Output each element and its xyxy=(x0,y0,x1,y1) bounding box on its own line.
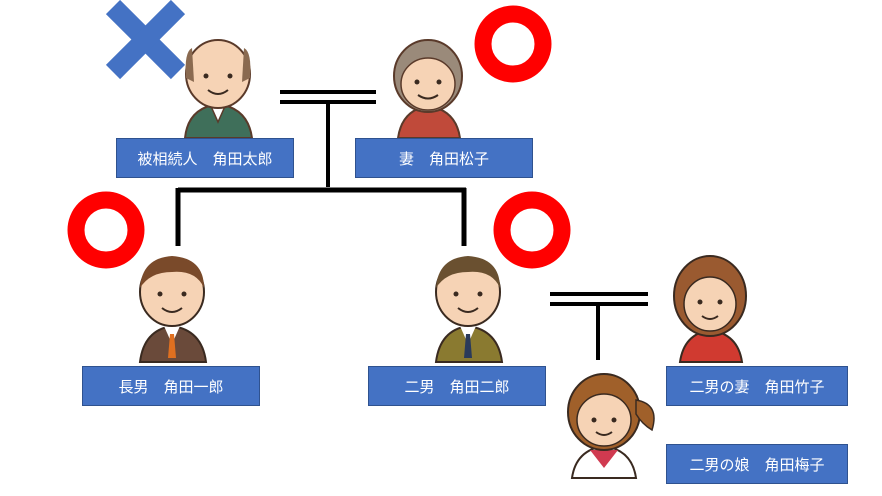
marriage-line-parents xyxy=(280,90,376,187)
wife-name-label: 妻 角田松子 xyxy=(398,149,489,168)
second-son-avatar xyxy=(434,256,504,363)
circle-mark-icon-second-son xyxy=(493,191,571,269)
second-son-daughter-name-box: 二男の娘 角田梅子 xyxy=(666,444,848,484)
children-connector xyxy=(175,187,467,246)
second-son-daughter-name-label: 二男の娘 角田梅子 xyxy=(689,455,825,474)
eldest-son-name-label: 長男 角田一郎 xyxy=(118,377,224,396)
second-son-name-box: 二男 角田二郎 xyxy=(368,366,546,406)
second-son-wife-name-box: 二男の妻 角田竹子 xyxy=(666,366,848,406)
wife-name-box: 妻 角田松子 xyxy=(355,138,533,178)
second-son-name-label: 二男 角田二郎 xyxy=(404,377,510,396)
second-son-wife-name-label: 二男の妻 角田竹子 xyxy=(689,377,825,396)
circle-mark-icon-wife xyxy=(474,5,552,83)
second-son-wife-avatar xyxy=(673,255,747,363)
deceased-name-box: 被相続人 角田太郎 xyxy=(116,138,294,178)
eldest-son-avatar xyxy=(138,256,208,363)
eldest-son-name-box: 長男 角田一郎 xyxy=(82,366,260,406)
circle-mark-icon-eldest-son xyxy=(67,191,145,269)
cross-mark-icon xyxy=(105,0,186,80)
elderly-woman-avatar xyxy=(393,39,463,139)
elderly-man-avatar xyxy=(183,39,254,139)
deceased-name-label: 被相続人 角田太郎 xyxy=(137,149,273,168)
second-son-daughter-avatar xyxy=(567,373,655,479)
marriage-line-second-son xyxy=(550,292,648,360)
